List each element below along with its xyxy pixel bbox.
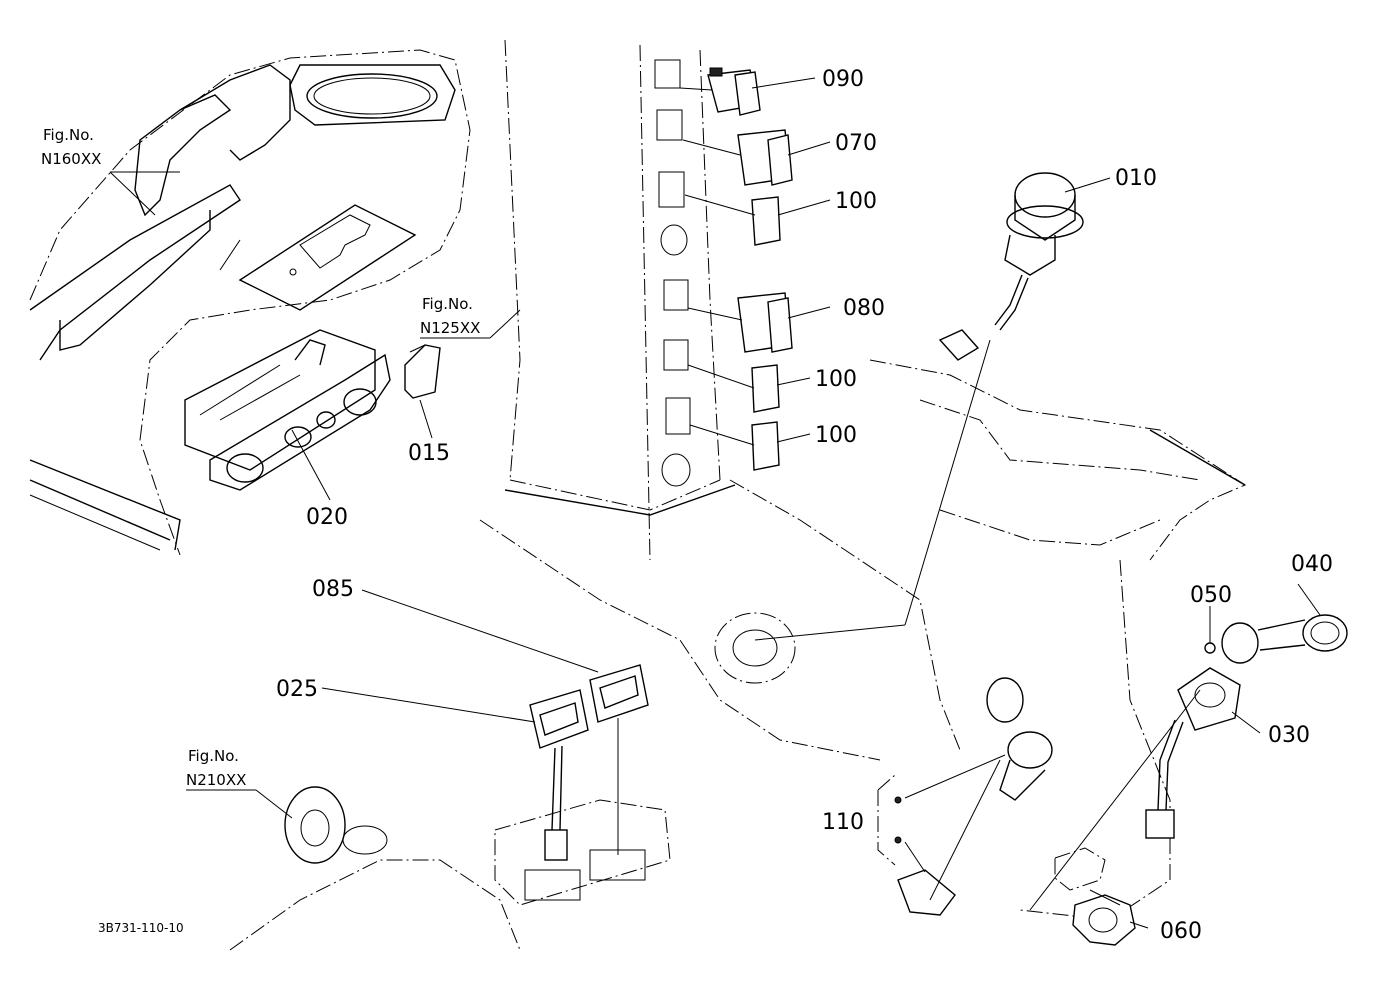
callout-040: 040 [1291,552,1333,577]
callout-090: 090 [822,67,864,92]
part-110-lighter [877,677,1053,916]
callout-060: 060 [1160,919,1202,944]
part-020-climate-control [184,329,391,491]
part-030-socket [1145,667,1241,839]
callout-100-top: 100 [835,189,877,214]
right-console-outline [479,359,1247,921]
fig-ref-n210: Fig.No. N210XX [186,747,246,789]
panel-plate [238,204,417,311]
fig-ref-number: N160XX [41,150,101,168]
part-085-switch [589,664,649,723]
fig-ref-label: Fig.No. [188,747,239,765]
diagram-code: 3B731-110-10 [98,921,184,935]
callout-085: 085 [312,577,354,602]
callout-110: 110 [822,810,864,835]
callout-070: 070 [835,131,877,156]
callout-025: 025 [276,677,318,702]
part-100b-blank-cap [751,364,780,413]
part-080-switch [737,292,793,353]
callout-050: 050 [1190,583,1232,608]
part-100a-blank-cap [751,196,781,246]
callout-080: 080 [843,296,885,321]
callout-010: 010 [1115,166,1157,191]
left-dash-panel-outline [29,39,521,556]
fig-ref-n160: Fig.No. N160XX [41,126,101,168]
callout-015: 015 [408,441,450,466]
fig-ref-label: Fig.No. [422,295,473,313]
callout-020: 020 [306,505,348,530]
part-090-switch [707,67,761,116]
part-015-cover [404,344,441,399]
part-025-switch [529,689,589,861]
callout-100-mid: 100 [815,367,857,392]
console-recess [714,612,796,684]
part-060-gasket [1054,847,1136,946]
part-100c-blank-cap [751,421,780,471]
fig-ref-number: N125XX [420,319,480,337]
part-040-cap [1221,614,1348,664]
grommet-n210 [284,786,388,864]
callout-100-low: 100 [815,423,857,448]
part-070-switch [737,129,793,186]
part-010-socket [938,172,1084,361]
fig-ref-number: N210XX [186,771,246,789]
leader-lines [109,77,1321,929]
fig-ref-n125: Fig.No. N125XX [420,295,480,337]
fig-ref-label: Fig.No. [43,126,94,144]
center-pillar [504,44,736,561]
part-050-screw [1204,642,1216,654]
speaker-grille [289,64,456,126]
callout-030: 030 [1268,723,1310,748]
floor-plate [229,799,671,951]
